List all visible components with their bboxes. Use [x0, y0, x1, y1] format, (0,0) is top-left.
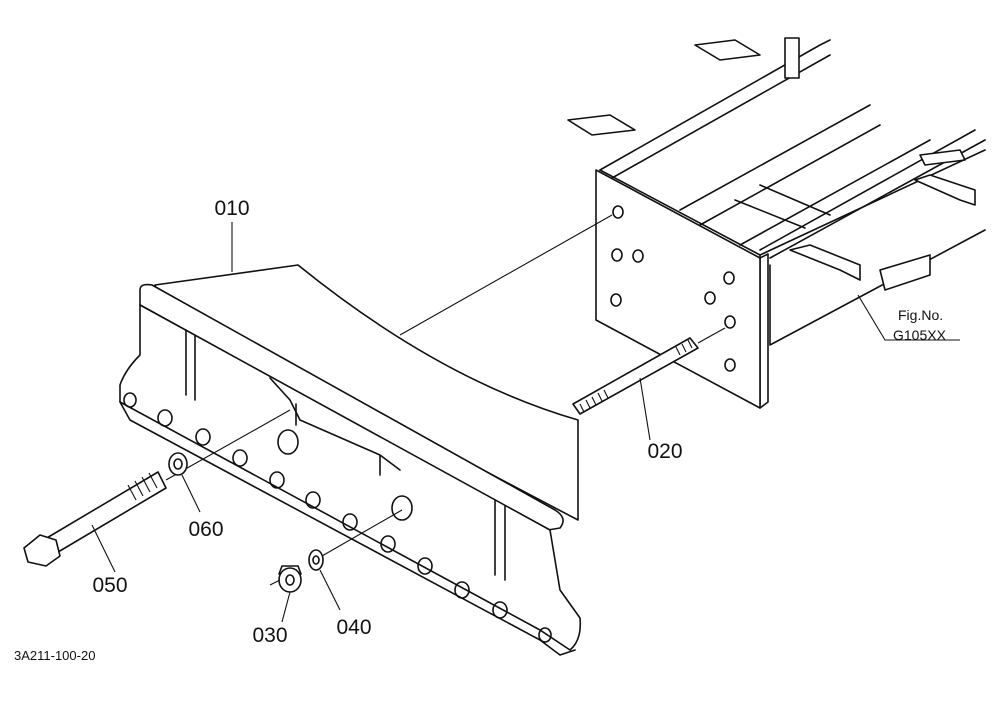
stud-bolt: [399, 214, 726, 441]
callout-010: 010: [214, 197, 249, 220]
drawing-code: 3A211-100-20: [14, 648, 95, 663]
callout-050: 050: [92, 574, 127, 597]
nut-washer: [269, 509, 403, 623]
callout-040: 040: [336, 616, 371, 639]
callout-060: 060: [188, 518, 223, 541]
callout-020: 020: [647, 440, 682, 463]
front-bracket: [119, 222, 582, 656]
fig-ref-line1: Fig.No.: [898, 307, 943, 323]
spring-washer-060: [168, 452, 201, 513]
callout-030: 030: [252, 624, 287, 647]
frame-assembly: [567, 37, 986, 409]
fig-ref-line2: G105XX: [893, 327, 947, 343]
hex-bolt: [23, 409, 291, 573]
